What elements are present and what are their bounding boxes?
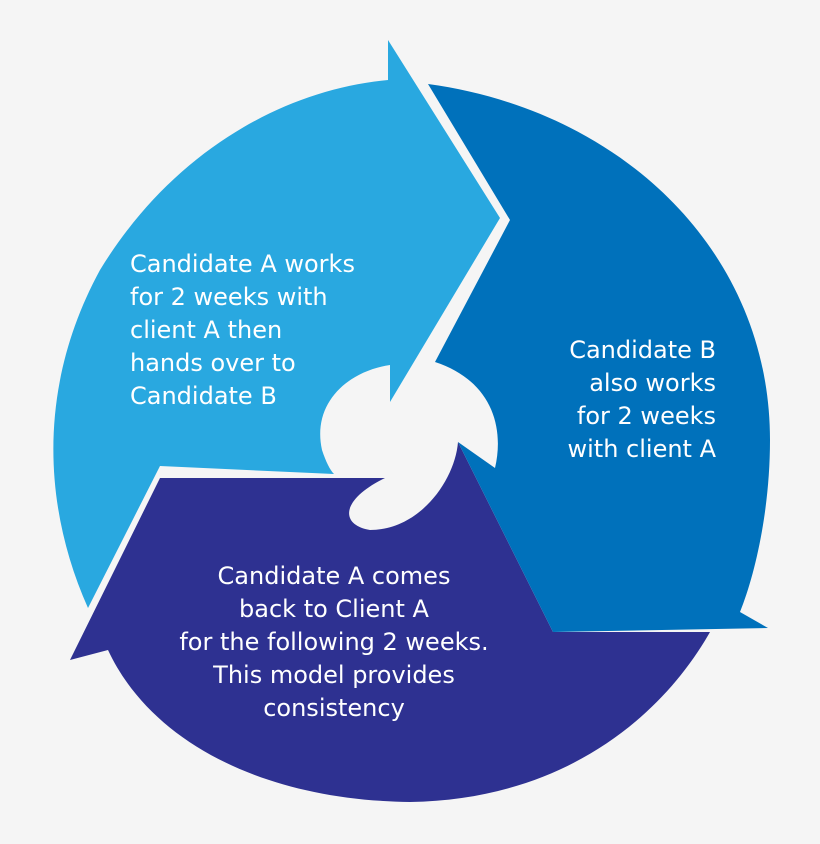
segment-text-line: client A then — [130, 316, 283, 344]
segment-a-text: Candidate A works for 2 weeks with client … — [130, 248, 355, 413]
segment-text-line: This model provides — [213, 661, 455, 689]
segment-candidate-a-works — [53, 40, 500, 608]
segment-candidate-a-returns — [70, 442, 710, 802]
segment-text-line: also works — [589, 369, 716, 397]
segment-text-line: for 2 weeks with — [130, 283, 328, 311]
segment-b-text: Candidate B also works for 2 weeks with cli… — [520, 334, 716, 466]
segment-c-text: Candidate A comes back to Client A for the… — [134, 560, 534, 725]
segment-text-line: Candidate A comes — [217, 562, 451, 590]
segment-text-line: for 2 weeks — [576, 402, 716, 430]
segment-text-line: hands over to — [130, 349, 296, 377]
segment-candidate-b-works — [428, 84, 770, 632]
segment-text-line: with client A — [567, 435, 716, 463]
segment-text-line: back to Client A — [239, 595, 429, 623]
segment-text-line: consistency — [263, 694, 405, 722]
segment-text-line: for the following 2 weeks. — [179, 628, 489, 656]
segment-text-line: Candidate B — [130, 382, 277, 410]
segment-text-line: Candidate B — [569, 336, 716, 364]
segment-text-line: Candidate A works — [130, 250, 355, 278]
